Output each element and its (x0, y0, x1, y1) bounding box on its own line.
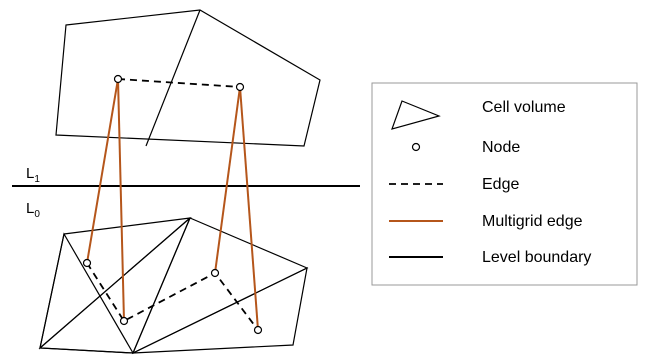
fine-edge-path (86, 262, 259, 331)
cell-volume-icon (391, 100, 441, 130)
multigrid-edge (214, 86, 241, 274)
legend-item-node: Node (411, 139, 520, 156)
legend-item-multigrid-edge: Multigrid edge (389, 213, 583, 230)
fine-cell (132, 266, 308, 354)
fine-level-cells (38, 217, 309, 355)
coarse-cell-divider (145, 9, 201, 147)
nodes (82, 74, 263, 335)
node (235, 82, 245, 92)
multigrid-edge (86, 78, 119, 264)
coarse-level-cells (55, 9, 321, 147)
legend-item-level-boundary: Level boundary (389, 249, 591, 266)
node (119, 316, 129, 326)
node (113, 74, 123, 84)
coarse-edge (117, 78, 241, 88)
legend-label-node: Node (482, 139, 520, 156)
coarse-cell (55, 9, 321, 147)
level-label-upper: L1 (26, 165, 40, 185)
legend-label-level-boundary: Level boundary (482, 249, 591, 266)
level-label-lower: L0 (26, 200, 40, 220)
legend-label-edge: Edge (482, 176, 519, 193)
legend-label-multigrid-edge: Multigrid edge (482, 213, 583, 230)
legend-item-edge: Edge (389, 176, 519, 193)
multigrid-edges (86, 78, 259, 331)
edges (86, 78, 259, 331)
legend-label-cell-volume: Cell volume (482, 99, 566, 116)
node (82, 258, 92, 268)
legend-item-cell-volume: Cell volume (391, 99, 566, 130)
node-icon (411, 142, 421, 152)
node (210, 268, 220, 278)
legend: Cell volume Node Edge Multigrid edge Lev… (371, 82, 638, 286)
node (253, 325, 263, 335)
multigrid-edge (117, 78, 125, 322)
multigrid-edge (239, 86, 259, 331)
